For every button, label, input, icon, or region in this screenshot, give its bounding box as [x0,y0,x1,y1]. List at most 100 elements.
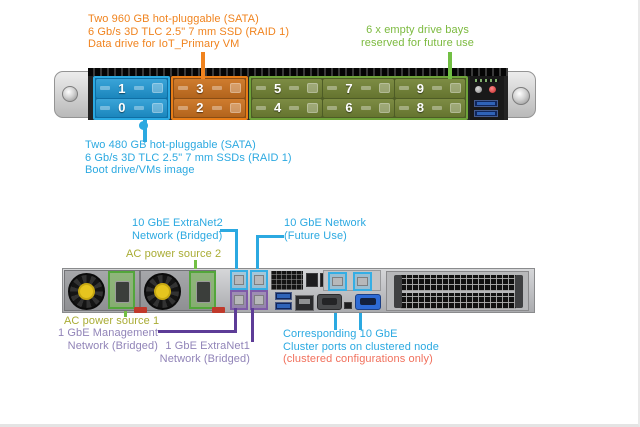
annotation-management: 1 GbE Management Network (Bridged) [52,327,158,352]
leader-line-management [158,330,237,333]
usb-port-icon [275,292,292,300]
drive-group-empty: 5 7 9 4 6 8 [249,76,468,120]
annotation-extranet2: 10 GbE ExtraNet2 Network (Bridged) [132,217,223,242]
leader-line-ac1 [124,311,127,317]
psu-latch-icon [212,307,225,313]
drive-bay-label: 2 [196,100,204,116]
server-rear-view [62,268,535,313]
drive-latch-icon [229,83,241,94]
drive-bay-label: 0 [118,100,126,116]
annotation-network-future: 10 GbE Network (Future Use) [284,217,366,242]
drive-bay-2: 2 [174,98,245,117]
rj45-port-icon [295,295,314,311]
drive-latch-icon [151,83,163,94]
front-control-panel [470,76,504,120]
vent-grid [271,271,303,290]
status-led-icons [475,79,499,82]
drive-bay-8: 8 [394,98,465,117]
drive-latch-icon [449,83,461,94]
drive-bay-9: 9 [394,79,465,98]
drive-latch-icon [229,102,241,113]
drive-bay-1: 1 [96,79,167,98]
drive-bay-label: 8 [416,100,424,116]
leader-line-empty-bays [448,52,452,79]
ac-inlet-2 [189,271,216,309]
annotation-extranet1: 1 GbE ExtraNet1 Network (Bridged) [146,340,250,365]
annotation-line: 6 Gb/s 3D TLC 2.5" 7 mm SSD (RAID 1) [88,25,290,38]
drive-latch-icon [307,83,319,94]
usb-port-icon [474,110,498,117]
port-1gbe-extranet1 [250,290,268,310]
power-button-icon [475,86,482,93]
port-1gbe-management [230,290,248,310]
drive-bay-label: 5 [274,80,282,96]
annotation-ac-power-2: AC power source 2 [126,248,222,260]
drive-latch-icon [378,83,390,94]
leader-line-network-future [256,235,259,269]
drive-latch-icon [449,102,461,113]
port-10gbe-cluster-1 [328,272,347,291]
port-10gbe-future [250,270,268,290]
leader-line-ac2 [194,260,197,269]
drive-latch-icon [151,102,163,113]
annotation-line: Corresponding 10 GbE [283,328,398,340]
server-front-view: 1 0 3 2 5 7 9 4 6 8 [88,68,508,120]
annotation-line: 6 x empty drive bays [366,24,469,36]
leader-line-extranet1 [251,308,254,342]
serial-port-icon [317,294,342,310]
vga-port-icon [355,294,381,310]
annotation-empty-bays: 6 x empty drive bays reserved for future… [350,24,485,49]
chassis-vent-strip [88,68,508,76]
drive-bay-label: 9 [416,80,424,96]
leader-line-extranet2 [220,229,238,232]
annotation-line: Network (Bridged) [132,229,223,242]
expansion-slot-area [386,271,529,311]
leader-line-extranet2 [235,229,238,269]
annotation-line: Boot drive/VMs image [85,164,195,176]
leader-line-data-drive [201,52,205,79]
leader-line-boot-drive [143,119,147,142]
drive-bay-3: 3 [174,79,245,98]
annotation-line: 1 GbE ExtraNet1 [165,340,250,352]
annotation-line: Network (Bridged) [159,352,250,365]
port-10gbe-extranet2 [230,270,248,290]
psu-fan-icon [68,273,105,310]
annotation-line: (clustered configurations only) [283,353,433,365]
psu-fan-icon [144,273,181,310]
drive-bay-label: 1 [118,80,126,96]
fan-hub-label [154,283,171,300]
drive-bay-4: 4 [252,98,323,117]
ac-inlet-1 [108,271,135,309]
annotation-boot-drive: Two 480 GB hot-pluggable (SATA) 6 Gb/s 3… [85,139,292,177]
drive-bay-6: 6 [323,98,394,117]
drive-latch-icon [378,102,390,113]
drive-group-data: 3 2 [171,76,248,120]
drive-latch-icon [307,102,319,113]
annotation-line: Two 960 GB hot-pluggable (SATA) [88,13,259,25]
uid-button-icon [489,86,496,93]
rear-component [306,273,318,287]
honeycomb-vent [400,275,516,291]
annotation-line: 10 GbE Network [284,217,367,229]
leader-line-network-future [259,235,284,238]
annotation-line: 6 Gb/s 3D TLC 2.5" 7 mm SSDs (RAID 1) [85,151,292,164]
usb-port-icon [474,100,498,107]
thumbscrew-icon [512,87,530,105]
drive-bay-0: 0 [96,98,167,117]
annotation-ac-power-1: AC power source 1 [64,315,160,327]
annotation-line: Network (Bridged) [67,339,158,352]
annotation-line: (Future Use) [284,229,347,242]
drive-group-boot: 1 0 [93,76,170,120]
drive-bay-label: 3 [196,80,204,96]
thumbscrew-icon [62,86,78,102]
leader-dot-boot-drive [139,121,148,130]
small-port-icon [344,302,352,309]
drive-bay-label: 4 [274,100,282,116]
drive-bay-label: 6 [345,100,353,116]
honeycomb-vent [400,293,516,309]
annotation-cluster-ports: Corresponding 10 GbE Cluster ports on cl… [283,328,439,366]
drive-bay-5: 5 [252,79,323,98]
annotation-line: 1 GbE Management [57,327,158,339]
annotation-line: 10 GbE ExtraNet2 [132,217,223,229]
